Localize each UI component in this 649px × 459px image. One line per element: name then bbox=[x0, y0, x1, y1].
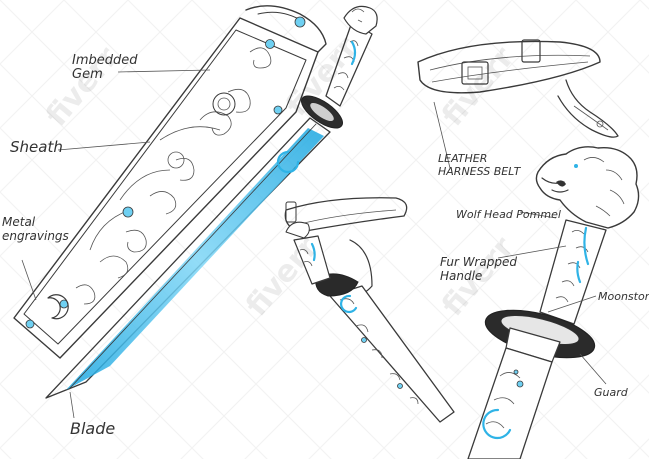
label-line: Fur Wrapped bbox=[440, 255, 517, 269]
label-line: LEATHER bbox=[438, 152, 487, 165]
leather-harness-belt bbox=[417, 39, 619, 138]
gem-icon bbox=[273, 105, 283, 115]
sheath-drawing bbox=[13, 5, 327, 359]
label-line: Handle bbox=[440, 269, 482, 283]
label-line: Guard bbox=[594, 386, 629, 399]
label-line: Moonstone bbox=[598, 290, 649, 303]
label-line: HARNESS BELT bbox=[438, 165, 522, 178]
gem-icon bbox=[265, 39, 275, 49]
label-line: Blade bbox=[70, 419, 115, 438]
label-line: Metal bbox=[2, 215, 36, 229]
gem-icon bbox=[122, 206, 134, 218]
label-guard: Guard bbox=[594, 386, 629, 399]
blade-glow bbox=[66, 128, 324, 390]
label-blade: Blade bbox=[70, 419, 115, 438]
hilt-detail bbox=[467, 146, 640, 459]
sword-drawing bbox=[45, 5, 378, 399]
label-sheath: Sheath bbox=[10, 138, 63, 156]
gem-icon bbox=[25, 319, 35, 329]
label-line: Gem bbox=[72, 67, 103, 82]
label-moonstone: Moonstone bbox=[598, 290, 649, 303]
sheathed-sword-small bbox=[284, 197, 455, 423]
label-wolf-head-pommel: Wolf Head Pommel bbox=[456, 208, 561, 221]
gem-icon bbox=[294, 16, 306, 28]
annotation-leaders bbox=[21, 69, 607, 419]
label-line: Sheath bbox=[10, 138, 63, 156]
label-line: Imbedded bbox=[72, 53, 138, 68]
label-line: engravings bbox=[2, 229, 69, 243]
label-line: Wolf Head Pommel bbox=[456, 208, 561, 221]
